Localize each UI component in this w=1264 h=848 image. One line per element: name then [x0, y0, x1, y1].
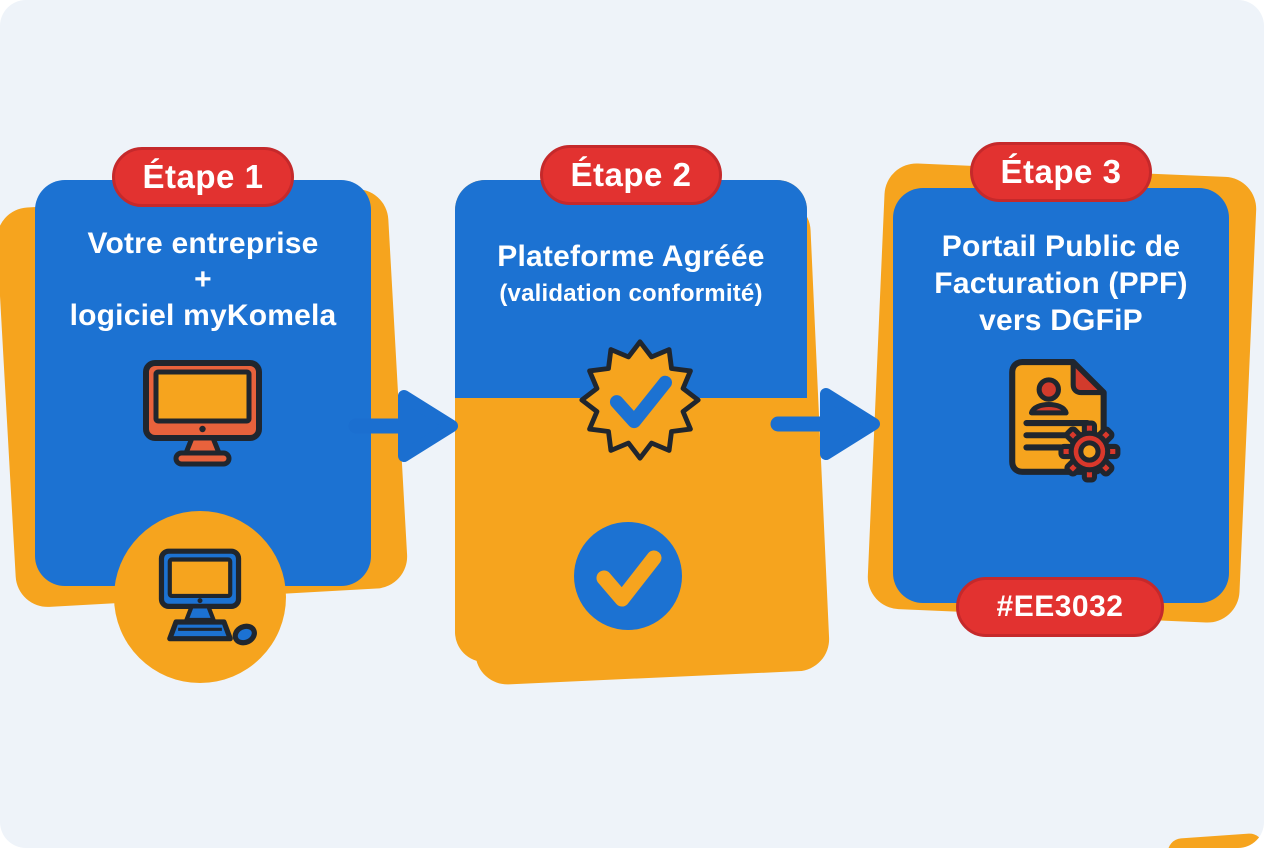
step-1-badge: Étape 1 — [112, 147, 294, 207]
step-3-title-line-3: vers DGFiP — [979, 304, 1143, 337]
workstation-computer-icon — [141, 547, 259, 647]
step-3-title-line-2: Facturation (PPF) — [934, 267, 1188, 300]
step-3-badge: Étape 3 — [970, 142, 1152, 202]
color-code-badge: #EE3032 — [956, 577, 1164, 637]
step-2-title-main: Plateforme Agréée — [497, 240, 765, 273]
step-2-title: Plateforme Agréée (validation conformité… — [465, 239, 797, 310]
step-2-badge: Étape 2 — [540, 145, 722, 205]
workstation-circle-badge — [114, 511, 286, 683]
corner-decor-sheet — [1166, 832, 1264, 848]
document-gear-icon — [1000, 356, 1124, 484]
step-3-title-line-1: Portail Public de — [941, 230, 1181, 263]
step-1-title-line-2: + — [194, 263, 212, 296]
step-1-title: Votre entreprise + logiciel myKomela — [45, 226, 361, 334]
arrow-right-icon-2 — [768, 380, 892, 468]
arrow-right-icon-1 — [346, 382, 470, 470]
step-1-title-line-1: Votre entreprise — [87, 227, 319, 260]
step-3-title: Portail Public de Facturation (PPF) vers… — [903, 228, 1219, 339]
desktop-monitor-icon — [140, 358, 264, 468]
check-circle-icon — [572, 520, 684, 632]
step-1-title-line-3: logiciel myKomela — [69, 299, 337, 332]
step-2-subtitle: (validation conformité) — [499, 280, 763, 307]
certified-seal-check-icon — [576, 336, 704, 464]
